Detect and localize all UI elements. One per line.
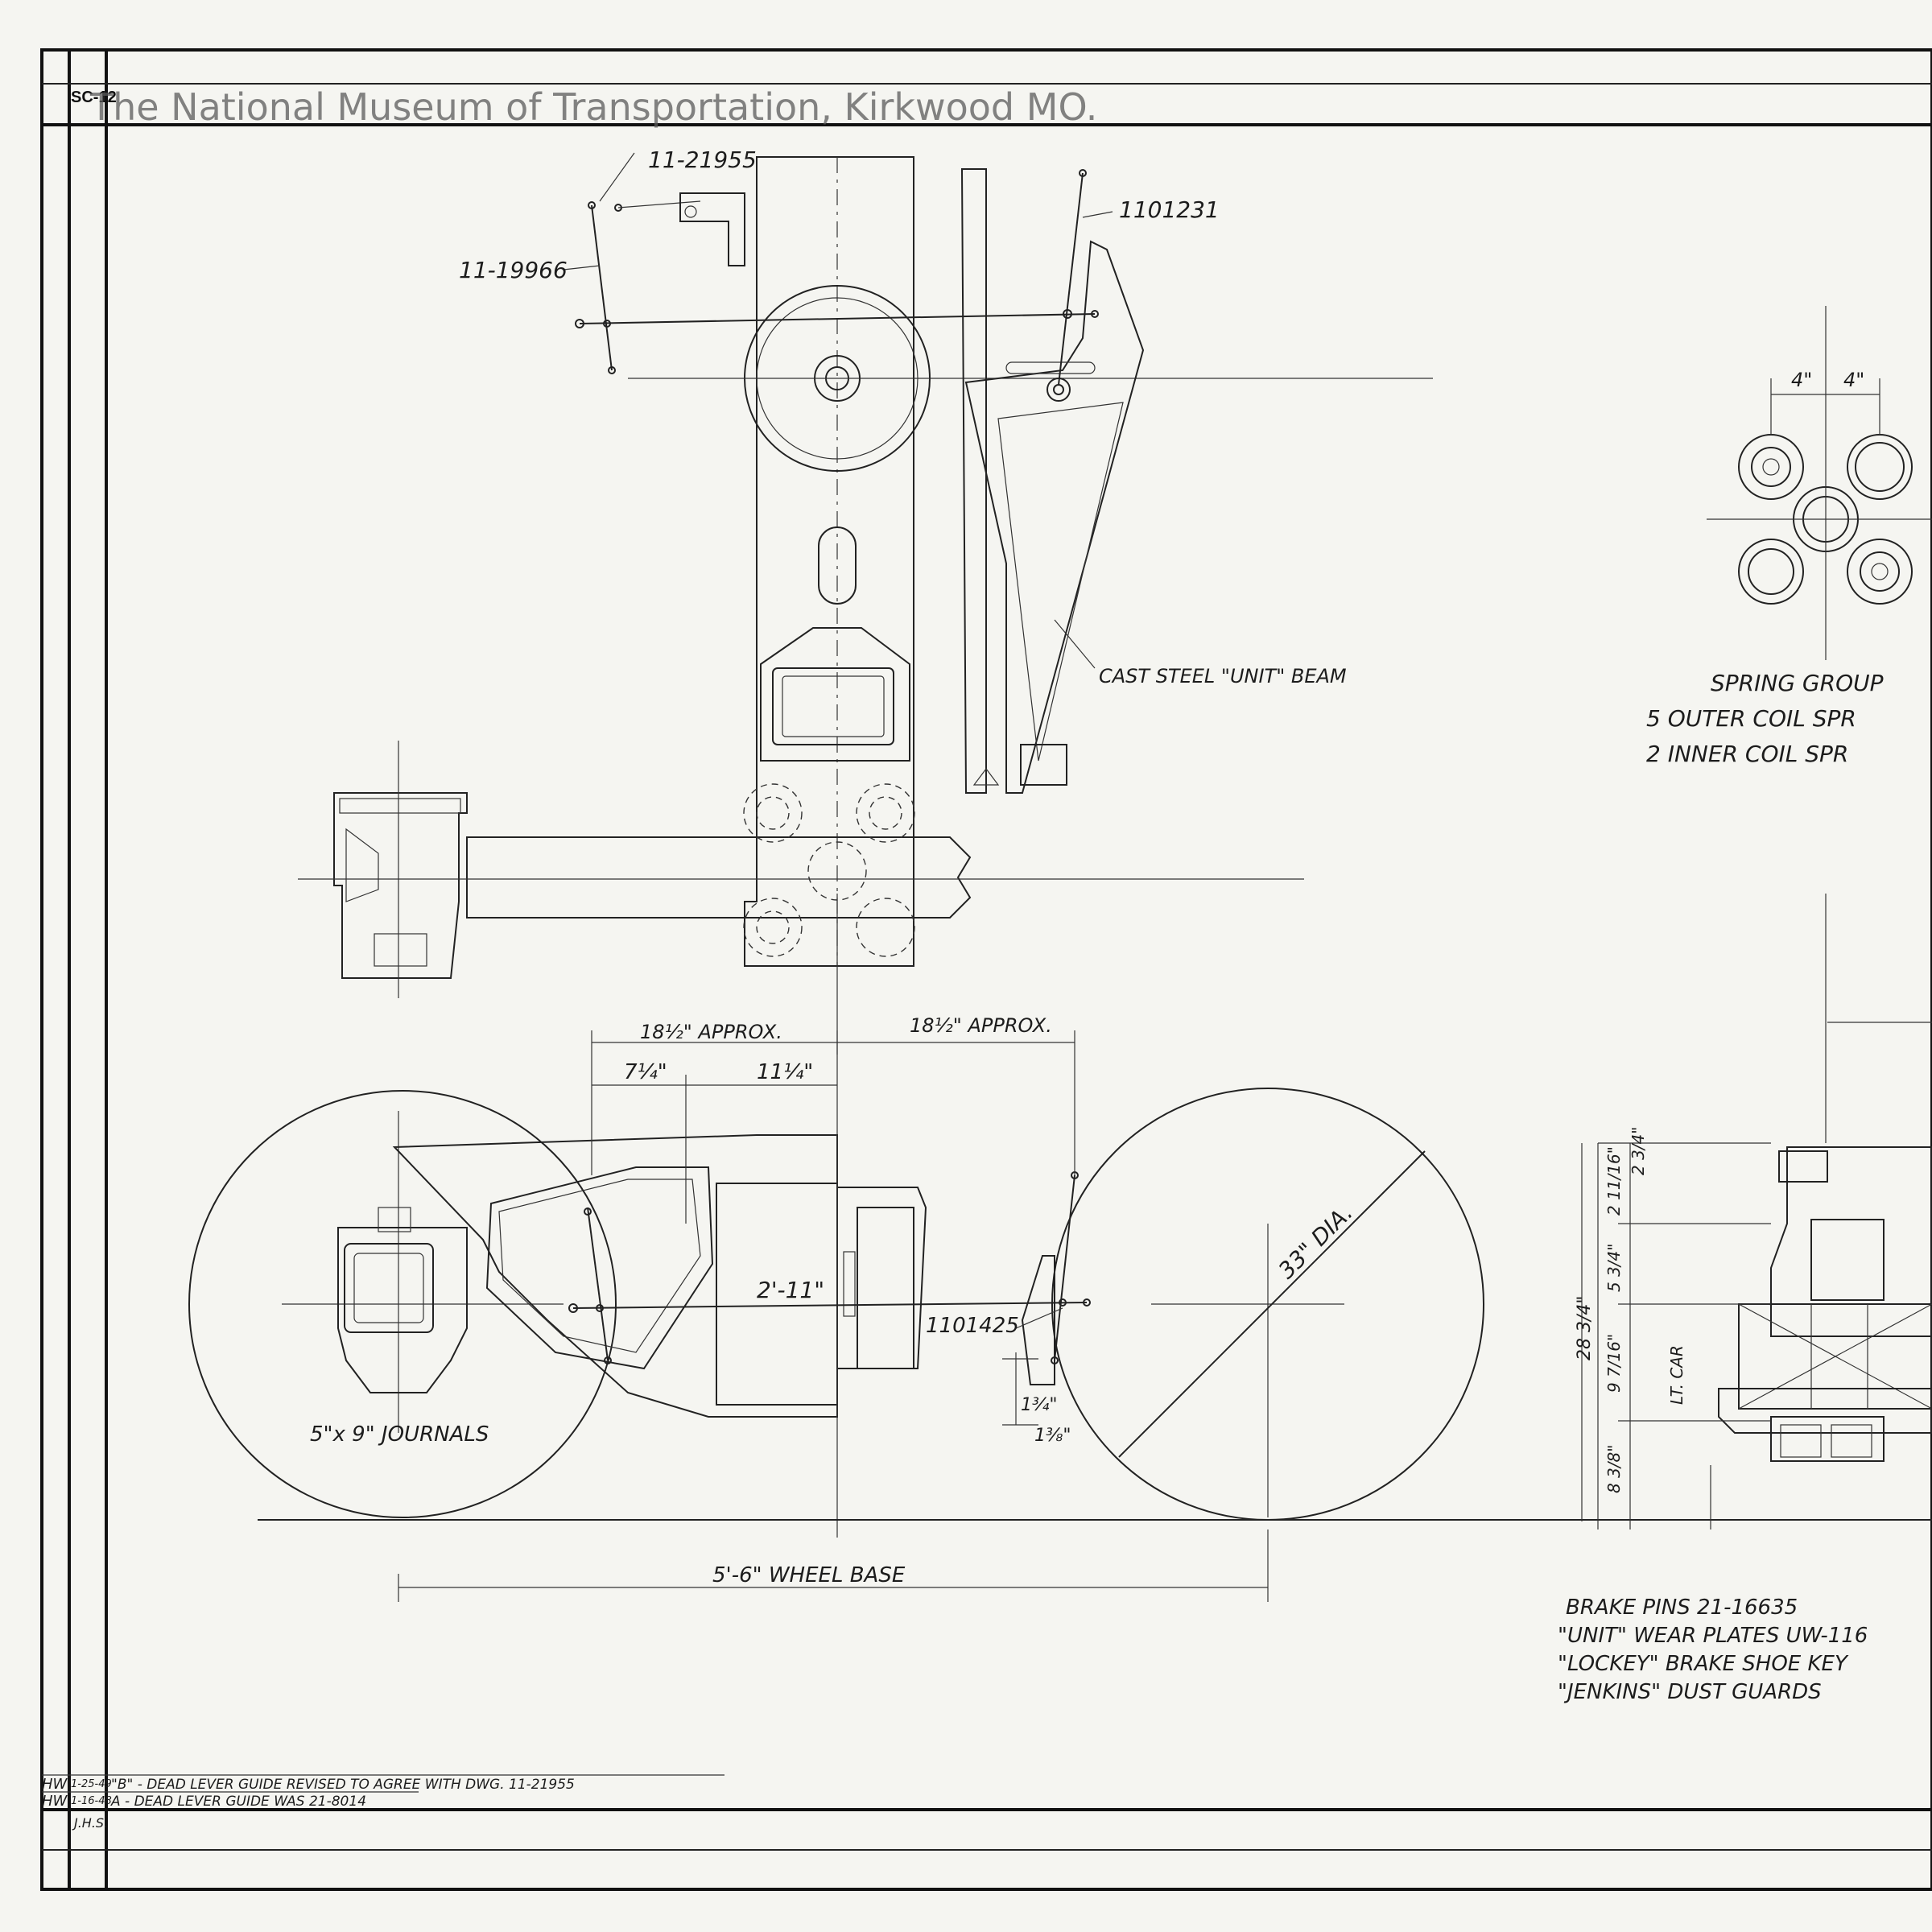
wheelbase-label: 5'-6" WHEEL BASE bbox=[712, 1563, 906, 1587]
dim-1-three-eighth: 1⅜" bbox=[1034, 1426, 1071, 1446]
revision-a-by: HW bbox=[42, 1793, 68, 1810]
dim-11-quarter: 11¼" bbox=[757, 1060, 813, 1084]
top-view bbox=[298, 156, 1433, 998]
dim-2-3-4: 2 3/4" bbox=[1629, 1127, 1648, 1175]
dim-28-3-4: 28 3/4" bbox=[1575, 1295, 1595, 1360]
beam-label: CAST STEEL "UNIT" BEAM bbox=[1099, 665, 1347, 687]
dim-right-approx: 18½" APPROX. bbox=[910, 1014, 1052, 1037]
revision-b-text: "B" - DEAD LEVER GUIDE REVISED TO AGREE … bbox=[111, 1777, 575, 1793]
spring-width-2: 4" bbox=[1843, 369, 1864, 391]
dim-1-three-quarter: 1¾" bbox=[1021, 1395, 1057, 1415]
sheet-frame bbox=[40, 48, 1932, 1891]
part-label-11-19966: 11-19966 bbox=[459, 257, 568, 283]
part-label-1101231: 1101231 bbox=[1119, 196, 1220, 223]
revision-b-by: HW bbox=[42, 1776, 68, 1793]
wheel-left bbox=[188, 1090, 617, 1518]
lt-car-label: LT. CAR bbox=[1667, 1345, 1686, 1405]
labels: 11-21955 1101231 11-19966 CAST STEEL "UN… bbox=[42, 147, 1884, 1831]
spring-group-line1: 5 OUTER COIL SPR bbox=[1646, 705, 1856, 732]
leaders bbox=[563, 152, 1113, 1329]
dim-left-approx: 18½" APPROX. bbox=[640, 1021, 782, 1043]
note-brake-shoe-key: "LOCKEY" BRAKE SHOE KEY bbox=[1558, 1652, 1849, 1676]
note-wear-plates: "UNIT" WEAR PLATES UW-116 bbox=[1558, 1624, 1868, 1648]
side-view bbox=[188, 894, 1932, 1602]
checker-initials: J.H.S. bbox=[72, 1815, 108, 1831]
dim-8-3-8: 8 3/8" bbox=[1604, 1445, 1624, 1493]
spring-group-line2: 2 INNER COIL SPR bbox=[1646, 741, 1848, 767]
spring-width-1: 4" bbox=[1791, 369, 1812, 391]
part-label-1101425: 1101425 bbox=[926, 1314, 1019, 1338]
revision-a-text: A - DEAD LEVER GUIDE WAS 21-8014 bbox=[110, 1794, 366, 1810]
note-dust-guards: "JENKINS" DUST GUARDS bbox=[1558, 1680, 1822, 1704]
dim-5-3-4: 5 3/4" bbox=[1604, 1244, 1624, 1292]
sheet-id: SC-12 bbox=[71, 89, 117, 106]
dim-2-11: 2'-11" bbox=[757, 1277, 824, 1303]
dim-7-quarter: 7¼" bbox=[624, 1060, 667, 1084]
dim-2-11-16: 2 11/16" bbox=[1604, 1146, 1624, 1216]
end-section bbox=[1581, 894, 1932, 1530]
revision-a-date: 1-16-48 bbox=[71, 1795, 112, 1807]
museum-watermark: The National Museum of Transportation, K… bbox=[90, 85, 1098, 129]
wheel-diameter: 33" DIA. bbox=[1274, 1199, 1358, 1284]
revision-b-date: 1-25-49 bbox=[71, 1778, 112, 1790]
spring-group-title: SPRING GROUP bbox=[1711, 670, 1884, 696]
journals-label: 5"x 9" JOURNALS bbox=[310, 1422, 489, 1447]
spring-group-plan bbox=[1707, 306, 1932, 660]
note-brake-pins: BRAKE PINS 21-16635 bbox=[1566, 1596, 1798, 1620]
dim-9-7-16: 9 7/16" bbox=[1604, 1334, 1624, 1393]
part-label-11-21955: 11-21955 bbox=[648, 147, 757, 173]
